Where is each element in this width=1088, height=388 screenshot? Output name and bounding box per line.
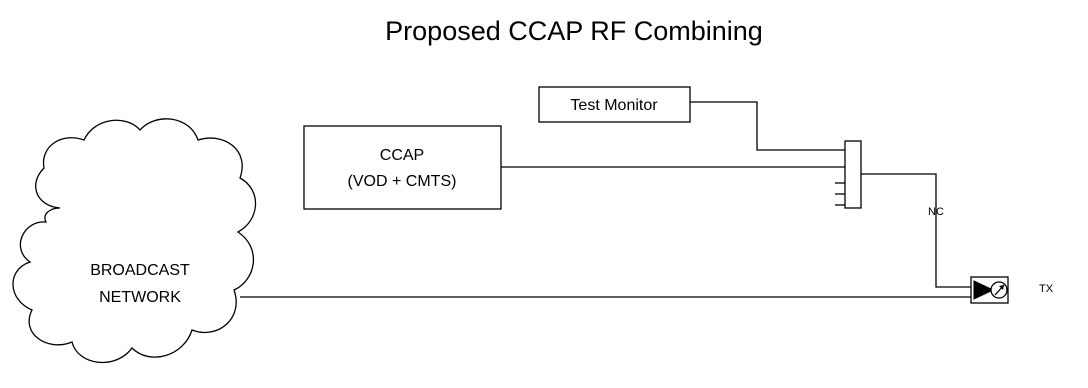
- transmitter-amplifier: [970, 276, 1009, 304]
- broadcast-network-cloud: BROADCAST NETWORK: [12, 118, 257, 363]
- combiner-to-amplifier-wire: [861, 173, 971, 288]
- broadcast-network-label-line2: NETWORK: [99, 289, 181, 306]
- cloud-icon: [12, 118, 257, 363]
- test-monitor-box: [538, 86, 691, 123]
- test-monitor-node: Test Monitor: [538, 86, 691, 123]
- ccap-label-line2: (VOD + CMTS): [348, 173, 457, 190]
- test-monitor-to-combiner-wire: [690, 101, 845, 151]
- rf-combiner: [835, 140, 862, 209]
- amplifier-triangle-icon: [973, 280, 995, 300]
- ccap-node: CCAP (VOD + CMTS): [303, 125, 502, 210]
- ccap-box: [303, 125, 502, 210]
- diagram-title: Proposed CCAP RF Combining: [385, 16, 763, 46]
- dial-arrow: [999, 285, 1004, 290]
- broadcast-network-label-line1: BROADCAST: [90, 262, 190, 279]
- nc-label: NC: [928, 206, 944, 218]
- rf-combiner-icon: [844, 140, 862, 209]
- tx-label: TX: [1039, 283, 1054, 295]
- test-monitor-label: Test Monitor: [570, 97, 658, 114]
- ccap-label-line1: CCAP: [380, 147, 424, 164]
